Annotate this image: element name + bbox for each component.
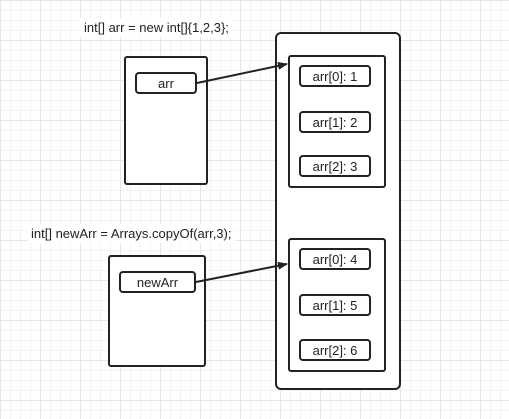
code-line-newarr: int[] newArr = Arrays.copyOf(arr,3); [27,224,236,243]
array2-cell-0[interactable]: arr[0]: 4 [299,248,371,270]
code-line-arr: int[] arr = new int[]{1,2,3}; [80,18,233,37]
arrow-newarr-to-array2 [195,261,288,283]
array1-cell-1[interactable]: arr[1]: 2 [299,111,371,133]
array2-cell-1[interactable]: arr[1]: 5 [299,294,371,316]
array1-cell-2[interactable]: arr[2]: 3 [299,155,371,177]
arrow-arr-to-array1 [196,61,288,84]
variable-arr[interactable]: arr [135,72,197,94]
array1-cell-0[interactable]: arr[0]: 1 [299,65,371,87]
variable-newarr[interactable]: newArr [119,271,196,293]
array2-cell-2[interactable]: arr[2]: 6 [299,339,371,361]
